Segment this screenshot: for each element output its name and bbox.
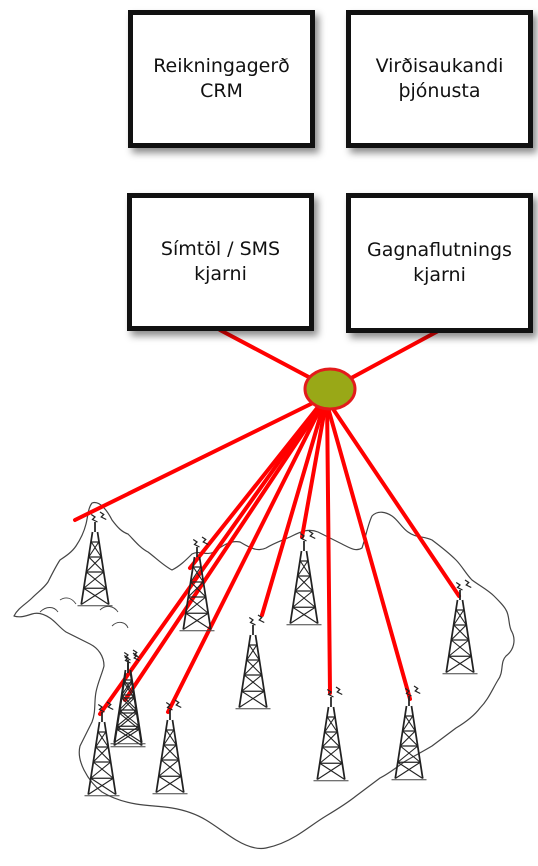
billing-crm-box: Reikningagerð CRM [128,10,315,148]
cell-towers [76,511,479,797]
network-hub-icon [303,367,357,411]
vas-box-line2: þjónusta [398,80,481,102]
voice-sms-core-box: Símtöl / SMS kjarni [127,193,314,331]
billing-box-line1: Reikningagerð [153,55,290,77]
data-box-line2: kjarni [413,264,466,286]
link-to-tower-10 [323,395,412,701]
voice-box-line2: kjarni [194,263,247,285]
data-core-link [340,328,442,385]
data-box-line1: Gagnaflutnings [367,239,512,261]
link-to-tower-5 [260,395,328,617]
cell-tower-icon [285,530,323,626]
value-added-services-box: Virðisaukandi þjónusta [346,10,533,148]
link-to-tower-8 [166,395,328,714]
vas-box-line1: Virðisaukandi [375,55,504,77]
network-links [73,328,461,716]
voice-core-link [218,328,322,385]
cell-tower-icon [441,579,479,675]
link-to-tower-7 [98,395,327,716]
data-core-box: Gagnaflutnings kjarni [346,193,533,333]
cell-tower-icon [76,511,114,607]
voice-box-line1: Símtöl / SMS [160,238,281,260]
cell-tower-icon [178,536,216,632]
billing-box-line2: CRM [200,80,243,102]
cell-tower-icon [151,699,189,795]
cell-tower-icon [312,686,350,782]
iceland-map-outline [13,501,515,850]
cell-tower-icon [234,614,272,710]
cell-tower-icon [390,685,428,781]
link-to-tower-9 [325,395,332,695]
link-to-tower-3 [300,395,329,539]
link-to-tower-6 [123,395,329,702]
link-to-tower-4 [323,395,461,598]
link-to-tower-1 [73,395,327,522]
cell-tower-icon [83,701,121,797]
